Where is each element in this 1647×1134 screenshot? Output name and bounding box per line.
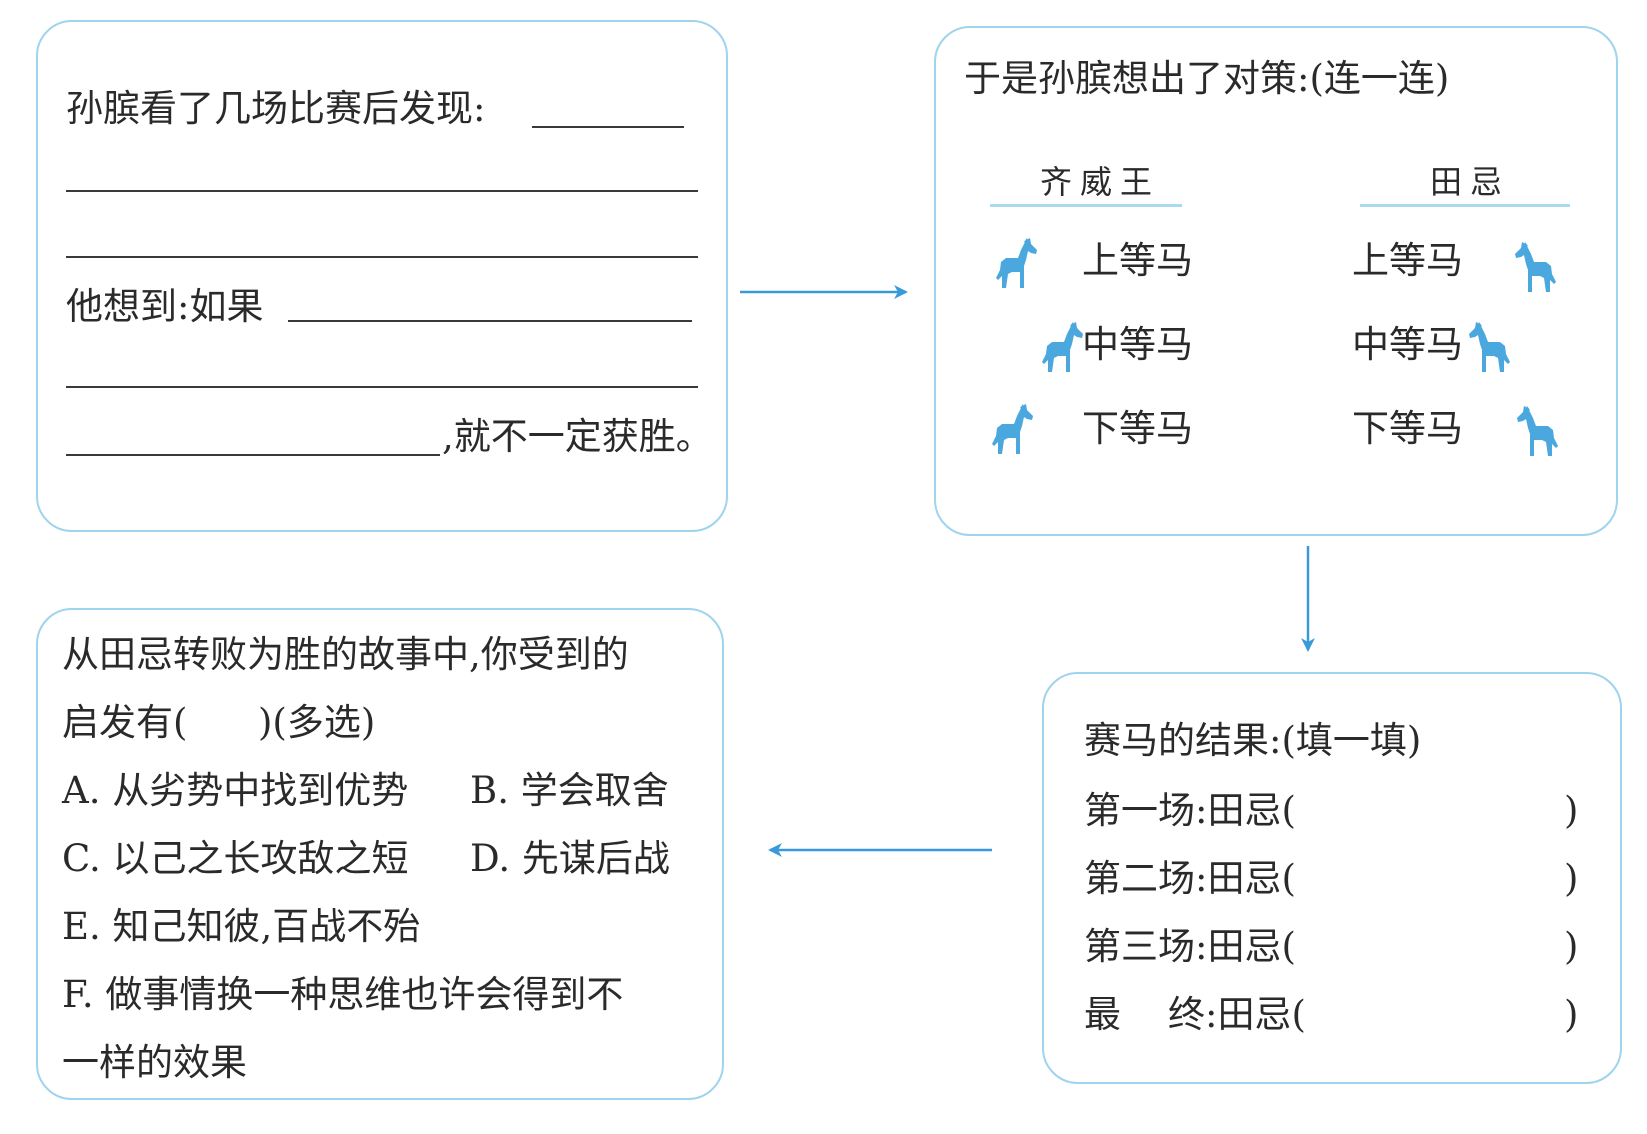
result-row-2-close: ) (1564, 857, 1579, 900)
right-horse-3[interactable]: 下等马 (1352, 407, 1463, 450)
option-e: E. 知己知彼,百战不殆 (62, 905, 421, 948)
if-prompt: 他想到:如果 (66, 285, 264, 328)
blank-2[interactable] (66, 190, 698, 192)
tian-ji-header: 田忌 (1430, 163, 1511, 201)
left-horse-1[interactable]: 上等马 (1082, 239, 1193, 282)
arrow-left (768, 843, 992, 857)
horse-icon (990, 236, 1042, 292)
arrow-right (740, 285, 908, 299)
blank-3[interactable] (66, 256, 698, 258)
blank-4[interactable] (288, 320, 692, 322)
result-row-2-answer[interactable] (1302, 852, 1550, 898)
option-f-line2: 一样的效果 (62, 1041, 247, 1084)
left-horse-2[interactable]: 中等马 (1082, 323, 1193, 366)
result-box: 赛马的结果:(填一填) 第一场:田忌( ) 第二场:田忌( ) 第三场:田忌( … (1042, 672, 1622, 1084)
horse-icon (1036, 320, 1088, 376)
qi-weiwang-header: 齐威王 (1040, 163, 1161, 201)
result-title: 赛马的结果:(填一填) (1084, 719, 1422, 762)
option-d: D. 先谋后战 (470, 837, 670, 880)
right-header-underline (1360, 204, 1570, 207)
lesson-box: 从田忌转败为胜的故事中,你受到的 启发有( )(多选) A. 从劣势中找到优势 … (36, 608, 724, 1100)
result-row-3-label: 第三场:田忌( (1084, 925, 1296, 968)
horse-icon (1510, 240, 1562, 296)
result-final-answer[interactable] (1302, 988, 1550, 1034)
blank-1[interactable] (532, 126, 684, 128)
horse-icon (1512, 404, 1564, 460)
lesson-question-line1: 从田忌转败为胜的故事中,你受到的 (62, 633, 629, 676)
option-f-line1: F. 做事情换一种思维也许会得到不 (62, 973, 624, 1016)
option-b: B. 学会取舍 (470, 769, 669, 812)
blank-5[interactable] (66, 386, 698, 388)
conclusion-text: ,就不一定获胜。 (442, 415, 713, 458)
result-row-1-close: ) (1564, 789, 1579, 832)
discovery-box: 孙膑看了几场比赛后发现: 他想到:如果 ,就不一定获胜。 (36, 20, 728, 532)
arrow-down (1301, 546, 1315, 652)
left-horse-3[interactable]: 下等马 (1082, 407, 1193, 450)
result-row-1-label: 第一场:田忌( (1084, 789, 1296, 832)
option-c: C. 以己之长攻敌之短 (62, 837, 409, 880)
result-row-3-answer[interactable] (1302, 920, 1550, 966)
strategy-title: 于是孙膑想出了对策:(连一连) (964, 57, 1450, 100)
result-row-3-close: ) (1564, 925, 1579, 968)
right-horse-2[interactable]: 中等马 (1352, 323, 1463, 366)
result-final-label: 最 终:田忌( (1084, 993, 1306, 1036)
strategy-box: 于是孙膑想出了对策:(连一连) 齐威王 田忌 上等马 中等马 下等马 上等马 中… (934, 26, 1618, 536)
horse-icon (1464, 320, 1516, 376)
lesson-answer-blank[interactable] (188, 698, 280, 744)
horse-icon (986, 402, 1038, 458)
option-a: A. 从劣势中找到优势 (62, 769, 409, 812)
discovery-prompt: 孙膑看了几场比赛后发现: (66, 87, 486, 130)
result-final-close: ) (1564, 993, 1579, 1036)
right-horse-1[interactable]: 上等马 (1352, 239, 1463, 282)
result-row-1-answer[interactable] (1302, 784, 1550, 830)
left-header-underline (990, 204, 1182, 207)
lesson-question-line2: 启发有( )(多选) (62, 701, 376, 744)
blank-6[interactable] (66, 454, 440, 456)
result-row-2-label: 第二场:田忌( (1084, 857, 1296, 900)
